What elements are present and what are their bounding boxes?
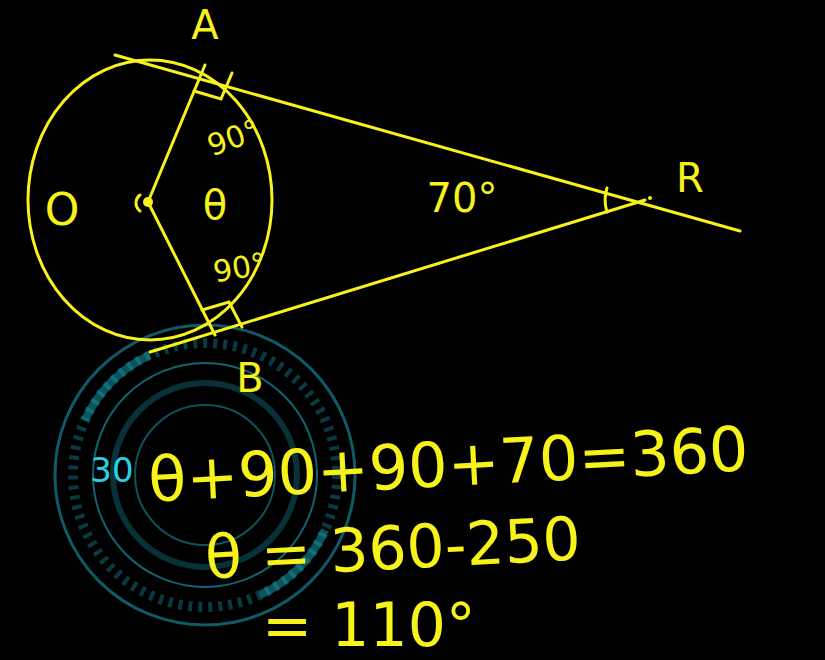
- center-dot: [143, 197, 153, 207]
- timer-digits: 30: [90, 453, 133, 487]
- angle-label: 70°: [427, 178, 498, 218]
- point-dot: [648, 196, 652, 200]
- angle-label: 90°: [211, 249, 269, 288]
- radius: [148, 65, 205, 202]
- angle-label: 90°: [204, 115, 264, 161]
- equation: θ+90+90+70=360: [147, 418, 750, 511]
- right-angle-mark: [202, 302, 242, 327]
- point-label: R: [676, 158, 704, 198]
- geometry: [28, 55, 740, 352]
- right-angle-mark: [194, 73, 232, 99]
- angle-arc: [605, 188, 607, 212]
- point-label: B: [236, 358, 263, 398]
- tangent-line: [115, 55, 740, 231]
- circle: [28, 60, 272, 340]
- equation: = 110°: [262, 595, 476, 655]
- angle-label: θ: [203, 185, 227, 225]
- angle-arc: [136, 195, 140, 211]
- point-label: A: [191, 5, 218, 45]
- equation: θ = 360-250: [204, 508, 582, 588]
- point-label: O: [45, 188, 80, 232]
